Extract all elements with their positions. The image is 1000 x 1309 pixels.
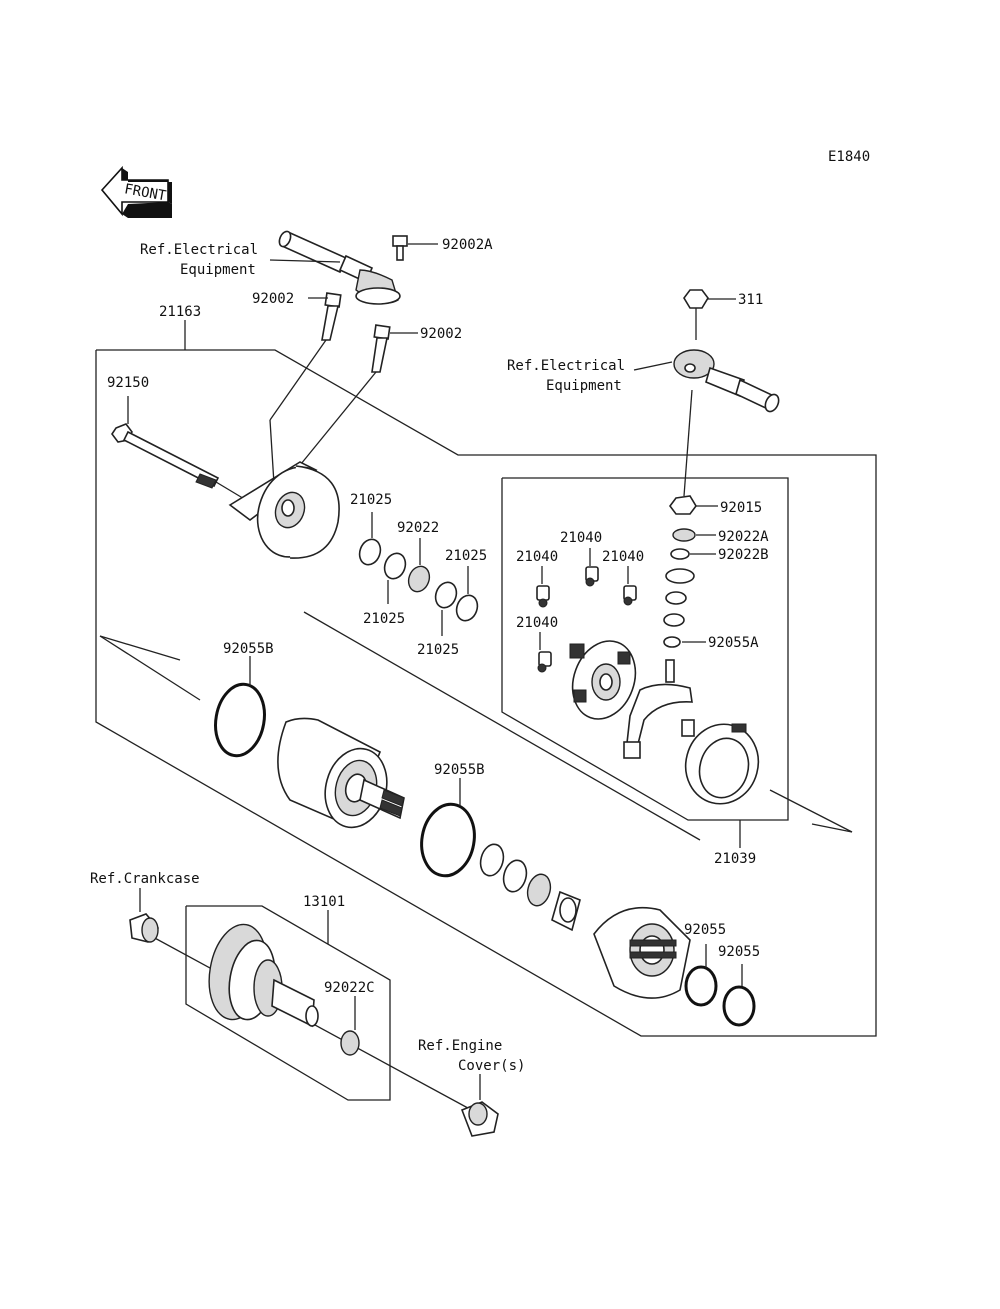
brush-21040-a [536, 585, 550, 608]
part-label-92150: 92150 [107, 375, 149, 391]
brush-holder-bracket [623, 659, 695, 759]
part-label-21025-c: 21025 [363, 611, 405, 627]
bolt-line-a [269, 339, 327, 421]
part-label-21025-a: 21025 [350, 492, 392, 508]
part-label-21040-a: 21040 [516, 549, 558, 565]
starter-clutch-13101 [208, 923, 319, 1028]
terminal-stack [663, 495, 697, 648]
assembly-outline-21163 [95, 349, 877, 1037]
brush-housing-ring [684, 723, 760, 805]
part-label-92015: 92015 [720, 500, 762, 516]
o-ring-92055-a [684, 965, 718, 1007]
o-ring-92055b-b [420, 802, 476, 878]
label-ref-crankcase: Ref.Crankcase [90, 871, 200, 887]
bolt-92002-b [371, 324, 391, 373]
axis-line-right [769, 789, 853, 833]
brush-21040-b [585, 566, 599, 587]
front-label: FRONT [123, 181, 168, 204]
front-cover [593, 906, 691, 999]
bolt-92002a [392, 235, 408, 261]
part-label-92002a: 92002A [442, 237, 493, 253]
part-label-21025-d: 21025 [417, 642, 459, 658]
assembly-outline-21039 [501, 477, 789, 821]
label-ref-electrical-top-1: Ref.Electrical [140, 242, 258, 258]
part-label-92055a: 92055A [708, 635, 759, 651]
label-ref-electrical-top-2: Equipment [180, 262, 256, 278]
leader-ref-elec-right [633, 361, 673, 371]
part-label-21039: 21039 [714, 851, 756, 867]
long-bolt-92150 [111, 423, 220, 489]
part-label-92055-b: 92055 [718, 944, 760, 960]
brush-plate [569, 640, 637, 720]
starter-cable-right [673, 289, 780, 413]
washer-stack-21025 [358, 538, 479, 622]
axis-line-left-2 [99, 635, 201, 701]
part-label-92055b-a: 92055B [223, 641, 274, 657]
label-ref-electrical-right-1: Ref.Electrical [507, 358, 625, 374]
bolt-line-b [291, 371, 377, 476]
part-label-21025-b: 21025 [445, 548, 487, 564]
end-cover-21163 [228, 461, 340, 559]
front-arrow-icon: FRONT [100, 165, 172, 218]
engine-cover-collar [460, 1101, 499, 1137]
part-label-92022a: 92022A [718, 529, 769, 545]
leader-ref-elec-top [269, 259, 341, 263]
axis-line-left [99, 635, 181, 661]
assembly-outline-13101 [185, 905, 391, 1101]
axis-line-motor [303, 611, 701, 841]
motor-shim-washers [479, 843, 581, 932]
label-ref-engine-cover-1: Ref.Engine [418, 1038, 502, 1054]
washer-92022c [340, 1030, 360, 1056]
bolt-line-92150 [215, 481, 247, 501]
crankcase-collar [129, 913, 160, 943]
diagram-id: E1840 [828, 149, 870, 165]
starter-motor-yoke [277, 717, 405, 829]
part-label-21040-d: 21040 [516, 615, 558, 631]
starter-cable-left [278, 230, 401, 305]
part-label-92022b: 92022B [718, 547, 769, 563]
part-label-92022c: 92022C [324, 980, 375, 996]
part-label-92055b-b: 92055B [434, 762, 485, 778]
part-label-311: 311 [738, 292, 763, 308]
part-label-21163: 21163 [159, 304, 201, 320]
o-ring-92055-b [722, 985, 756, 1027]
brush-21040-d [537, 651, 552, 673]
label-ref-engine-cover-2: Cover(s) [458, 1058, 525, 1074]
bolt-92002-a [321, 292, 342, 341]
part-label-92022: 92022 [397, 520, 439, 536]
part-label-13101: 13101 [303, 894, 345, 910]
label-ref-electrical-right-2: Equipment [546, 378, 622, 394]
part-label-21040-c: 21040 [602, 549, 644, 565]
o-ring-92055b-a [214, 682, 266, 758]
axis-line-right-2 [811, 823, 853, 833]
brush-21040-c [623, 585, 637, 606]
terminal-line [683, 389, 693, 497]
part-label-21040-b: 21040 [560, 530, 602, 546]
part-label-92055-a: 92055 [684, 922, 726, 938]
part-label-92002-a: 92002 [252, 291, 294, 307]
part-label-92002-b: 92002 [420, 326, 462, 342]
